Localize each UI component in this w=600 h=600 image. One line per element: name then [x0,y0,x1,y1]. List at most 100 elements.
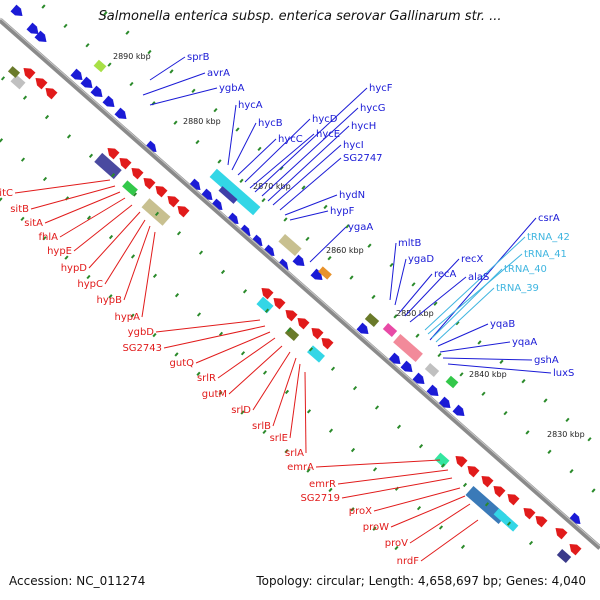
forward-label-leaders [142,56,552,374]
trna-gene-leader [435,287,495,343]
forward-gene-label: ygaD [408,254,434,265]
reverse-gene-label: ygbD [128,327,155,338]
trna-gene-leader [431,268,503,339]
reverse-gene-label: srlA [285,448,304,459]
forward-gene-leader [237,138,277,176]
reverse-gene-leader [59,197,126,238]
forward-gene-label: yqaA [512,337,537,348]
forward-gene-leader [261,107,359,197]
forward-gene-leader [404,258,460,317]
forward-gene-label: alaS [468,272,489,283]
forward-gene-leader [447,363,552,374]
reverse-gene-leader [123,225,151,301]
genome-backbone [0,18,600,550]
reverse-gene-label: srlR [197,373,216,384]
forward-gene-label: ygaA [348,222,373,233]
forward-gene-leader [254,87,368,193]
tick-marks [0,4,596,551]
reverse-gene-label: sitA [24,218,43,229]
reverse-gene-leader [30,185,116,210]
forward-gene-label: ygbA [219,83,245,94]
forward-gene-leader [394,258,407,306]
map-title: Salmonella enterica subsp. enterica sero… [98,9,502,24]
forward-gene-leader [309,226,347,263]
reverse-gene-label: proV [385,538,408,549]
reverse-gene-leader [228,345,283,395]
forward-gene-leader [272,144,342,206]
reverse-gene-leader [409,503,471,544]
forward-gene-labels: sprBavrAygbAhycAhycBhycChycDhycEhycFhycG… [187,52,574,379]
reverse-gene-label: sitB [10,204,29,215]
forward-gene-leader [409,276,467,323]
reverse-gene-leader [217,337,276,379]
reverse-gene-leader [315,459,441,468]
reverse-gene-label: hypA [115,312,141,323]
trna-gene-leader [424,236,526,331]
reverse-gene-leader [73,204,133,252]
forward-gene-leader [279,157,342,211]
reverse-gene-leader [420,519,479,562]
reverse-gene-label: SG2719 [300,493,340,504]
forward-gene-leader [437,323,489,347]
reverse-gene-label: emrR [309,479,336,490]
forward-gene-label: csrA [538,213,560,224]
reverse-gene-label: sitC [0,188,13,199]
forward-gene-label: yqaB [490,319,515,330]
reverse-gene-label: nrdF [397,556,420,567]
reverse-gene-leader [195,331,271,364]
forward-gene-label: hycD [312,114,338,125]
reverse-gene-leader [272,357,297,427]
forward-gene-label: hycF [369,83,393,94]
reverse-gene-label: srlB [252,421,271,432]
forward-gene-label: SG2747 [343,153,383,164]
forward-gene-leader [244,118,311,183]
trna-gene-label: tRNA_40 [504,264,547,275]
forward-gene-leader [389,242,397,301]
reverse-gene-label: proX [349,506,372,517]
reverse-gene-leader [390,495,466,528]
reverse-gene-labels: sitCsitBsitAfhlAhypEhypDhypChypBhypAygbD… [0,188,419,567]
reverse-gene-leader [44,191,121,224]
trna-gene-label: tRNA_41 [524,249,567,260]
trna-gene-label: tRNA_39 [496,283,539,294]
forward-gene-label: hypF [330,206,355,217]
ruler-label: 2860 kbp [326,246,364,255]
reverse-gene-leader [337,469,449,485]
ruler-label: 2850 kbp [396,309,434,318]
ruler-label: 2880 kbp [183,117,221,126]
reverse-gene-leader [304,371,307,454]
forward-gene-leader [442,357,533,361]
genome-summary: Topology: circular; Length: 4,658,697 bp… [256,574,586,588]
forward-gene-leader [149,87,218,106]
reverse-gene-leader [14,179,111,194]
reverse-gene-leader [252,351,291,411]
reverse-gene-leader [373,487,461,512]
reverse-gene-leader [155,319,261,333]
ruler-label: 2830 kbp [547,430,585,439]
forward-gene-leader [149,56,186,81]
forward-strand-features [10,4,581,524]
forward-gene-leader [142,72,206,96]
reverse-gene-leader [341,477,453,499]
reverse-gene-leader [289,363,301,439]
forward-gene-label: hycG [360,103,386,114]
forward-gene-label: hydN [339,190,365,201]
forward-gene-leader [289,210,329,221]
reverse-gene-label: hypE [47,246,72,257]
reverse-gene-leader [141,231,156,318]
forward-gene-leader [284,194,338,216]
forward-gene-label: hycH [351,121,376,132]
forward-gene-leader [249,133,315,189]
reverse-gene-label: srlD [231,405,251,416]
forward-gene-label: hycA [238,100,263,111]
forward-gene-leader [429,217,537,341]
forward-gene-label: hycB [258,118,283,129]
reverse-gene-label: fhlA [39,232,59,243]
reverse-gene-label: hypC [77,279,103,290]
forward-gene-leader [231,122,257,171]
forward-gene-label: hycI [343,140,364,151]
reverse-gene-label: srlE [270,433,288,444]
reverse-gene-leader [104,219,146,285]
